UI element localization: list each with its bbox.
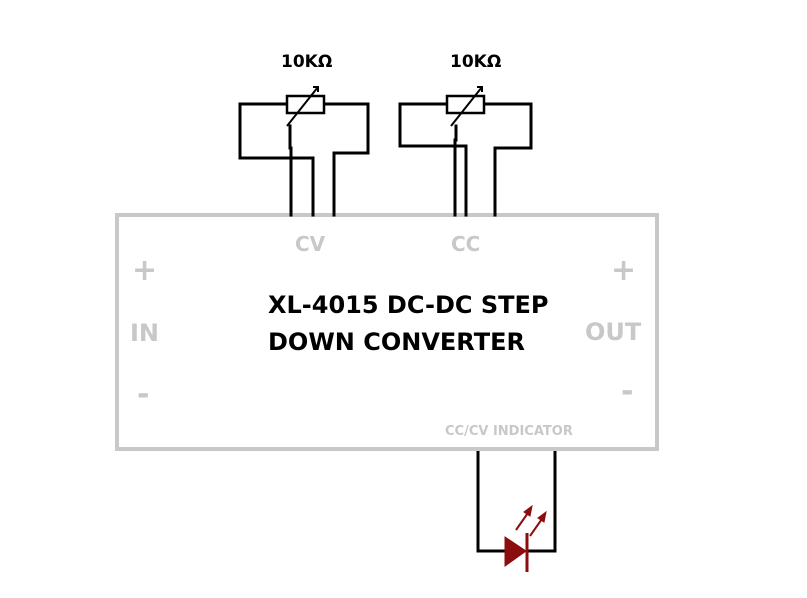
cc-pot-right-wire: [482, 102, 533, 217]
cc-pin-label: CC: [451, 232, 480, 256]
input-label: IN: [130, 319, 159, 347]
led-emission-arrowhead-1: [523, 504, 533, 517]
input-minus-label: -: [137, 377, 149, 412]
cc-potentiometer: 10KΩ: [398, 52, 533, 217]
output-plus-label: +: [611, 253, 636, 288]
led-emission-arrowhead-2: [537, 510, 547, 523]
module-title-line1: XL-4015 DC-DC STEP: [268, 291, 549, 319]
cv-potentiometer: 10KΩ: [238, 52, 370, 217]
cc-pot-wiper-arrowhead: [477, 86, 483, 92]
cv-pot-left-wire: [238, 102, 315, 217]
cc-pot-left-wire: [398, 102, 468, 217]
cc-pot-body: [445, 94, 486, 115]
converter-module-box: [115, 213, 659, 451]
cv-pin-label: CV: [295, 232, 326, 256]
cv-pot-right-wire: [321, 102, 370, 217]
output-label: OUT: [585, 318, 642, 346]
cv-pot-wiper-arrowhead: [313, 86, 319, 92]
cv-pot-wiper-wire: [288, 124, 293, 217]
led-icon: [504, 536, 527, 567]
cc-pot-wiper-arrow: [450, 86, 483, 127]
cv-pot-wiper-arrow: [286, 86, 319, 127]
input-plus-label: +: [132, 253, 157, 288]
led-left-wire: [476, 451, 505, 553]
cc-pot-value-label: 10KΩ: [450, 52, 501, 72]
cc-cv-indicator-label: CC/CV INDICATOR: [445, 424, 573, 439]
cv-pot-value-label: 10KΩ: [281, 52, 332, 72]
cv-pot-body: [285, 94, 326, 115]
module-title-line2: DOWN CONVERTER: [268, 328, 525, 356]
cc-pot-wiper-wire: [453, 124, 458, 217]
indicator-led-circuit: [476, 451, 557, 572]
output-minus-label: -: [621, 374, 633, 409]
led-right-wire: [528, 451, 557, 553]
